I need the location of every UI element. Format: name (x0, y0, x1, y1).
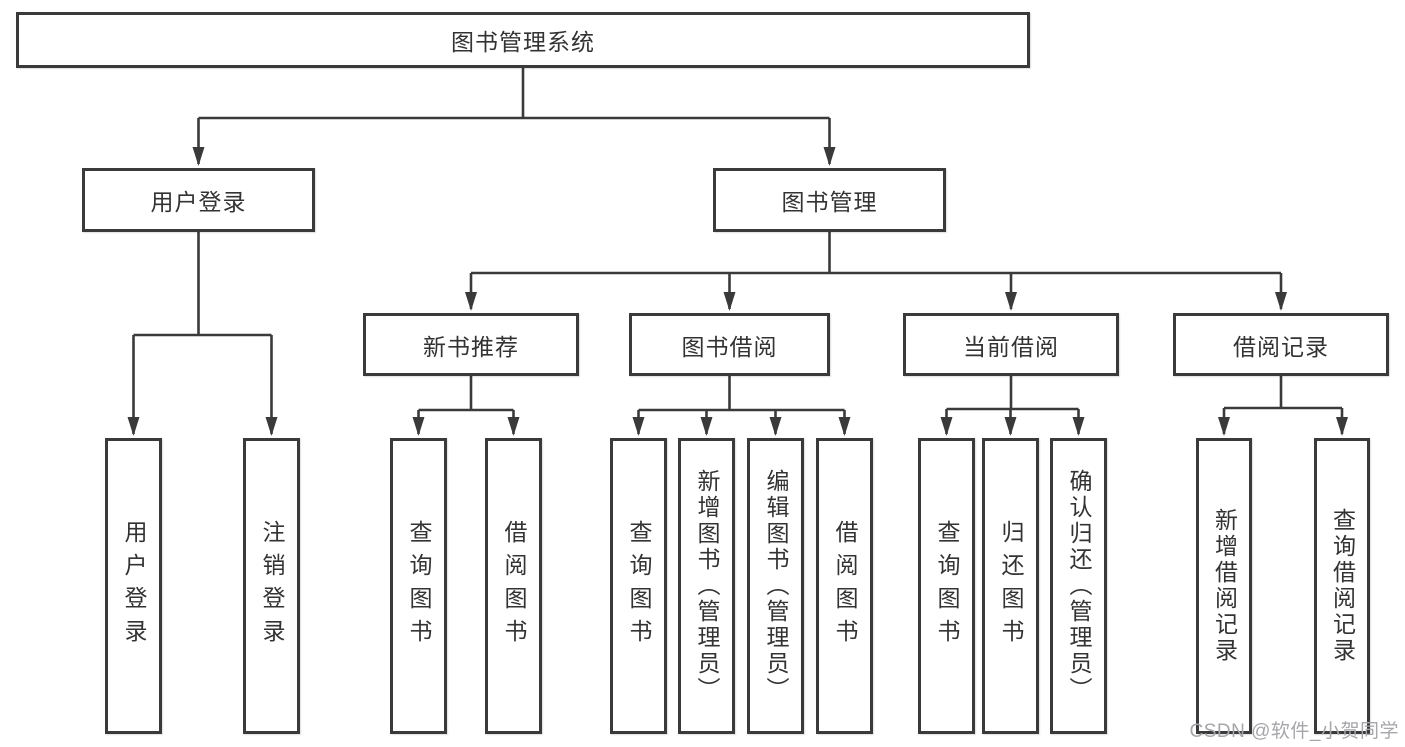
leaf-current-confirm-admin: 确认归还（管理员） (1050, 438, 1107, 734)
node-root: 图书管理系统 (16, 12, 1030, 68)
node-current: 当前借阅 (903, 313, 1119, 376)
leaf-records-add: 新增借阅记录 (1196, 438, 1252, 734)
edges-borrowing-children (632, 376, 851, 436)
leaf-logout: 注销登录 (243, 438, 300, 734)
edges-root-to-level2 (192, 68, 836, 166)
leaf-borrowing-add-admin: 新增图书（管理员） (678, 438, 735, 734)
node-user-login: 用户登录 (82, 168, 315, 232)
leaf-borrowing-borrow: 借阅图书 (816, 438, 873, 734)
edges-user-login-children (127, 232, 278, 436)
node-borrowing: 图书借阅 (629, 313, 830, 376)
node-new-books: 新书推荐 (363, 313, 579, 376)
leaf-newbooks-query: 查询图书 (390, 438, 447, 734)
leaf-records-query: 查询借阅记录 (1314, 438, 1370, 734)
edges-current-children (940, 376, 1085, 436)
edges-book-mgmt-children (465, 232, 1287, 311)
csdn-watermark: CSDN @软件_小贺同学 (1189, 721, 1399, 742)
edges-records-children (1218, 376, 1348, 436)
leaf-borrowing-edit-admin: 编辑图书（管理员） (747, 438, 804, 734)
leaf-newbooks-borrow: 借阅图书 (485, 438, 542, 734)
leaf-current-return: 归还图书 (982, 438, 1039, 734)
leaf-user-login: 用户登录 (105, 438, 162, 734)
leaf-borrowing-query: 查询图书 (610, 438, 667, 734)
leaf-current-query: 查询图书 (918, 438, 975, 734)
node-records: 借阅记录 (1173, 313, 1389, 376)
edges-new-books-children (412, 376, 520, 436)
node-book-mgmt: 图书管理 (713, 168, 946, 232)
